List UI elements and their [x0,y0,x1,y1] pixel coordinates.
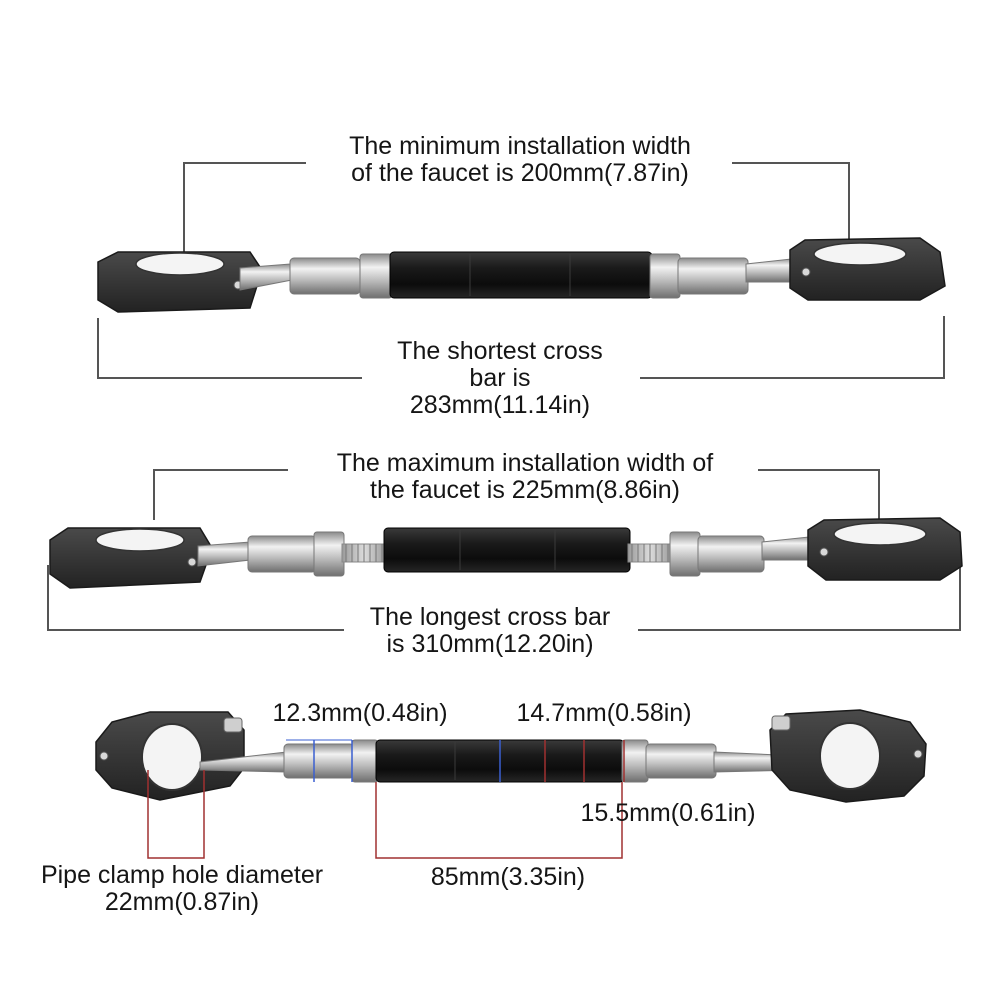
center-tube [389,251,653,299]
left-clamp [49,527,213,589]
dim-85-label: 85mm(3.35in) [430,863,586,891]
shortest-length-bracket-right [640,316,945,379]
shortest-line1: The shortest cross [397,337,603,365]
center-tube [383,527,631,573]
longest-line2: is 310mm(12.20in) [386,630,594,658]
dim-14-7-label: 14.7mm(0.58in) [516,699,692,727]
min-width-bracket [183,162,306,252]
left-fitting [289,257,361,295]
bar-shortest [97,162,946,379]
bar-detail [95,709,927,859]
max-width-line2: the faucet is 225mm(8.86in) [370,476,680,504]
clamp-hole-label: Pipe clamp hole diameter 22mm(0.87in) [4,862,360,916]
left-clamp [95,711,245,801]
right-clamp [807,517,963,581]
dim-12-3-label: 12.3mm(0.48in) [272,699,448,727]
shortest-line3: 283mm(11.14in) [409,391,591,419]
dim-15-5-label: 15.5mm(0.61in) [580,799,756,827]
shortest-line2: bar is [469,364,531,392]
right-fitting [677,257,749,295]
clamp-line1: Pipe clamp hole diameter [40,861,324,889]
shortest-length-bracket [97,318,362,379]
clamp-line2: 22mm(0.87in) [104,888,260,916]
min-width-label: The minimum installation width of the fa… [300,133,740,187]
bracket-85mm [375,782,623,859]
longest-bar-label: The longest cross bar is 310mm(12.20in) [330,604,650,658]
max-width-line1: The maximum installation width of [336,449,714,477]
min-width-line1: The minimum installation width [349,132,691,160]
bracket-clamp-hole [147,770,205,859]
max-width-label: The maximum installation width of the fa… [280,450,770,504]
longest-length-bracket [47,565,344,631]
max-width-bracket [153,469,288,520]
bar-longest [47,469,963,631]
longest-line1: The longest cross bar [369,603,611,631]
shortest-bar-label: The shortest cross bar is 283mm(11.14in) [330,338,670,419]
left-clamp [97,251,263,313]
max-width-bracket-right [758,469,880,520]
right-clamp [769,709,927,803]
right-clamp [789,237,946,301]
min-width-bracket-right [732,162,850,252]
longest-length-bracket-right [638,567,961,631]
min-width-line2: of the faucet is 200mm(7.87in) [351,159,689,187]
left-arm [239,263,293,291]
